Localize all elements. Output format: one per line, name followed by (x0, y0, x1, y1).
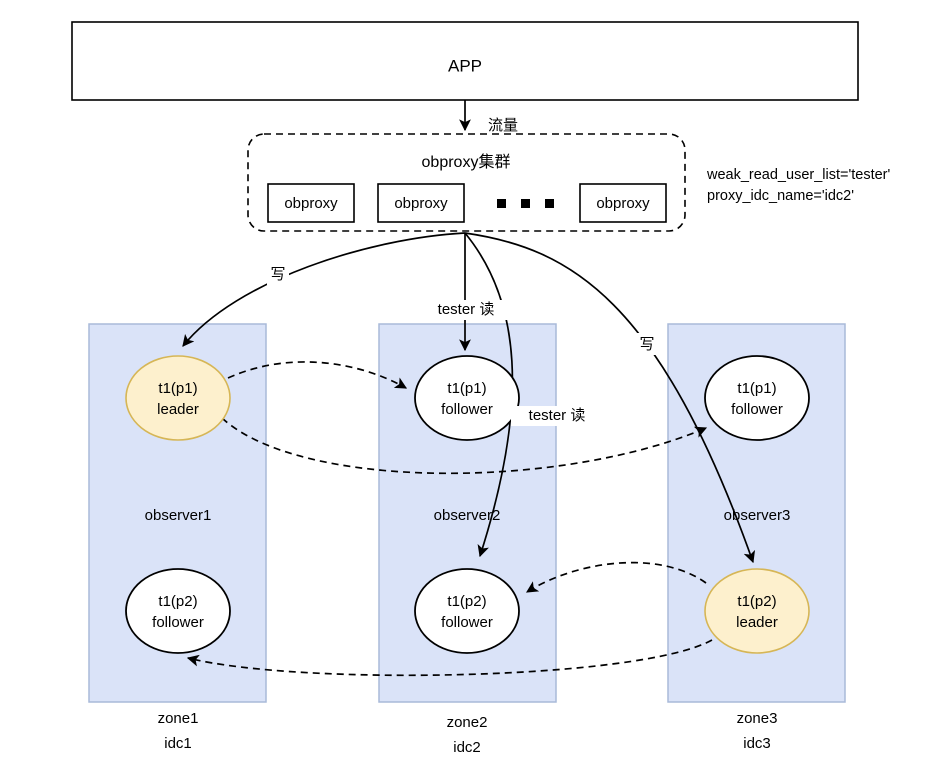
obproxy-node-1[interactable] (267, 183, 355, 223)
obproxy-node-3-label: obproxy (596, 195, 650, 212)
observer-label-zone2: observer2 (434, 507, 501, 524)
replica-zone3-p2-partition: t1(p2) (737, 593, 776, 610)
edge-write-to-zone3-p2-leader (464, 232, 756, 564)
obproxy-node-3[interactable] (579, 183, 667, 223)
replica-zone2-p2-role: follower (441, 614, 493, 631)
replica-zone1-p1-role: leader (157, 401, 199, 418)
edge-replicate-p2-zone3-to-zone1 (186, 639, 713, 677)
obproxy-node-1-label: obproxy (284, 195, 338, 212)
replica-zone3-p2-leader[interactable] (704, 568, 810, 654)
zone-caption-zone3-name: zone3 (737, 710, 778, 727)
edge-read-to-zone2-p2-follower (464, 232, 514, 558)
replica-zone1-p2-follower[interactable] (125, 568, 231, 654)
edge-label-read-middle: tester 读 (438, 301, 495, 318)
edge-replicate-p1-zone1-to-zone2 (227, 361, 408, 389)
replica-zone2-p2-partition: t1(p2) (447, 593, 486, 610)
replica-zone2-p1-follower[interactable] (414, 355, 520, 441)
edge-label-read-middle-bg (420, 300, 512, 320)
obproxy-node-2-label: obproxy (394, 195, 448, 212)
edge-label-write-left: 写 (270, 266, 285, 283)
zone-caption-zone1-idc: idc1 (164, 735, 192, 752)
replica-zone1-p1-leader[interactable] (125, 355, 231, 441)
replica-zone1-p2-partition: t1(p2) (158, 593, 197, 610)
obproxy-ellipsis (497, 199, 554, 208)
edge-write-to-zone1-p1-leader (182, 232, 466, 347)
replica-zone3-p1-role: follower (731, 401, 783, 418)
app-box (71, 21, 859, 101)
edge-label-read-lower-bg (511, 406, 603, 426)
edge-label-write-right: 写 (639, 336, 654, 353)
zone-caption-zone2-idc: idc2 (453, 739, 481, 756)
edge-label-read-lower: tester 读 (529, 407, 586, 424)
obproxy-cluster-title: obproxy集群 (422, 153, 511, 171)
observer-label-zone3: observer3 (724, 507, 791, 524)
zone-caption-zone2-name: zone2 (447, 714, 488, 731)
edge-label-traffic: 流量 (488, 117, 518, 134)
replica-zone2-p2-follower[interactable] (414, 568, 520, 654)
replica-zone3-p1-follower[interactable] (704, 355, 810, 441)
edge-label-write-left-bg (267, 263, 289, 285)
observer-label-zone1: observer1 (145, 507, 212, 524)
zone-caption-zone1-name: zone1 (158, 710, 199, 727)
replica-zone2-p1-partition: t1(p1) (447, 380, 486, 397)
edge-label-write-right-bg (636, 333, 658, 355)
replica-zone1-p2-role: follower (152, 614, 204, 631)
config-weak-read-user-list: weak_read_user_list='tester' (706, 167, 890, 183)
config-proxy-idc-name: proxy_idc_name='idc2' (707, 188, 854, 204)
replica-zone3-p1-partition: t1(p1) (737, 380, 776, 397)
zone-caption-zone3-idc: idc3 (743, 735, 771, 752)
obproxy-node-2[interactable] (377, 183, 465, 223)
obproxy-cluster-box (247, 133, 686, 232)
replica-zone2-p1-role: follower (441, 401, 493, 418)
replica-zone3-p2-role: leader (736, 614, 778, 631)
app-label: APP (448, 56, 482, 75)
edge-replicate-p1-zone1-to-zone3 (221, 417, 708, 475)
replica-zone1-p1-partition: t1(p1) (158, 380, 197, 397)
